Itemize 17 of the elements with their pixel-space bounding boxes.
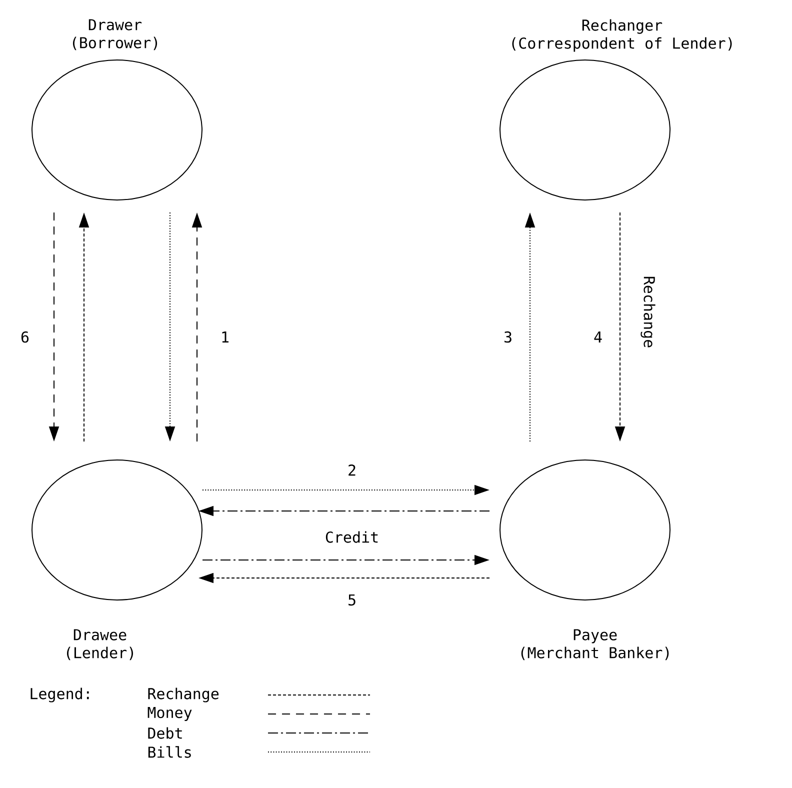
- node-label: Drawee (Lender): [67, 629, 133, 660]
- legend-text: Rechange: [148, 688, 219, 702]
- node-label: Payee (Merchant Banker): [521, 629, 669, 660]
- edge-label: 2: [348, 464, 356, 476]
- node-label: Drawer (Borrower): [72, 19, 158, 50]
- edge-label: 5: [348, 594, 356, 606]
- edge-label: 6: [21, 331, 29, 343]
- legend-title: Legend:: [30, 688, 89, 702]
- edge-label: 3: [504, 331, 512, 343]
- legend-text: Bills: [148, 746, 191, 758]
- legend-text: Debt: [148, 727, 182, 739]
- edge-label: 4: [594, 332, 602, 342]
- node-label: Rechanger (Correspondent of Lender): [512, 19, 732, 52]
- rotated-label: Rechange: [640, 276, 656, 348]
- edge-label: Credit: [326, 531, 378, 543]
- edge-label: 1: [222, 332, 228, 342]
- legend-text: Money: [148, 706, 192, 722]
